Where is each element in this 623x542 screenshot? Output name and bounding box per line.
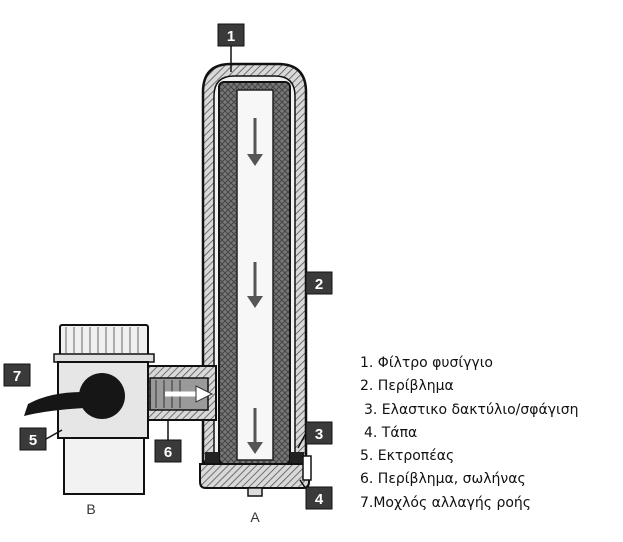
svg-text:5: 5	[29, 432, 37, 449]
outlet-nozzle-a	[247, 487, 263, 497]
callout-badge-4: 4	[305, 486, 333, 510]
svg-text:1: 1	[227, 28, 235, 45]
svg-text:6: 6	[164, 444, 172, 461]
leader-line-5	[45, 429, 63, 440]
flow-arrow-middle	[247, 262, 263, 308]
flow-lever	[24, 373, 125, 419]
svg-text:7: 7	[13, 368, 21, 385]
legend-item-pipe-housing: 6. Περίβλημα, σωλήνας	[360, 471, 526, 488]
port-label-b: B	[86, 501, 95, 517]
callout-badge-3: 3	[305, 421, 333, 445]
legend-item-housing: 2. Περίβλημα	[360, 378, 454, 395]
callout-badge-2: 2	[305, 271, 333, 295]
parts-legend: 1. Φίλτρο φυσίγγιο 2. Περίβλημα 3. Ελαστ…	[360, 352, 578, 515]
leader-line-4	[299, 479, 307, 490]
legend-item-seal-ring: 3. Ελαστικο δακτύλιο/σφάγιση	[364, 401, 579, 418]
callout-badge-1: 1	[217, 23, 245, 47]
callout-badge-7: 7	[3, 363, 31, 387]
callout-badge-5: 5	[19, 427, 47, 451]
svg-text:4: 4	[315, 491, 324, 508]
flow-arrow-top	[247, 118, 263, 166]
seal-ring	[205, 452, 304, 466]
legend-item-flow-lever: 7.Μοχλός αλλαγής ροής	[360, 494, 532, 511]
leader-line-3	[297, 432, 307, 449]
legend-item-filter-cartridge: 1. Φίλτρο φυσίγγιο	[360, 355, 493, 371]
legend-item-diverter: 5. Εκτροπέας	[360, 448, 455, 465]
svg-text:2: 2	[315, 276, 323, 293]
svg-text:3: 3	[315, 426, 323, 443]
connecting-pipe	[137, 365, 217, 421]
flow-arrow-bottom	[247, 408, 263, 454]
port-label-a: A	[250, 509, 260, 525]
bottom-cap	[199, 455, 312, 489]
legend-item-cap: 4. Τάπα	[364, 424, 418, 441]
callout-badge-6: 6	[154, 439, 182, 463]
